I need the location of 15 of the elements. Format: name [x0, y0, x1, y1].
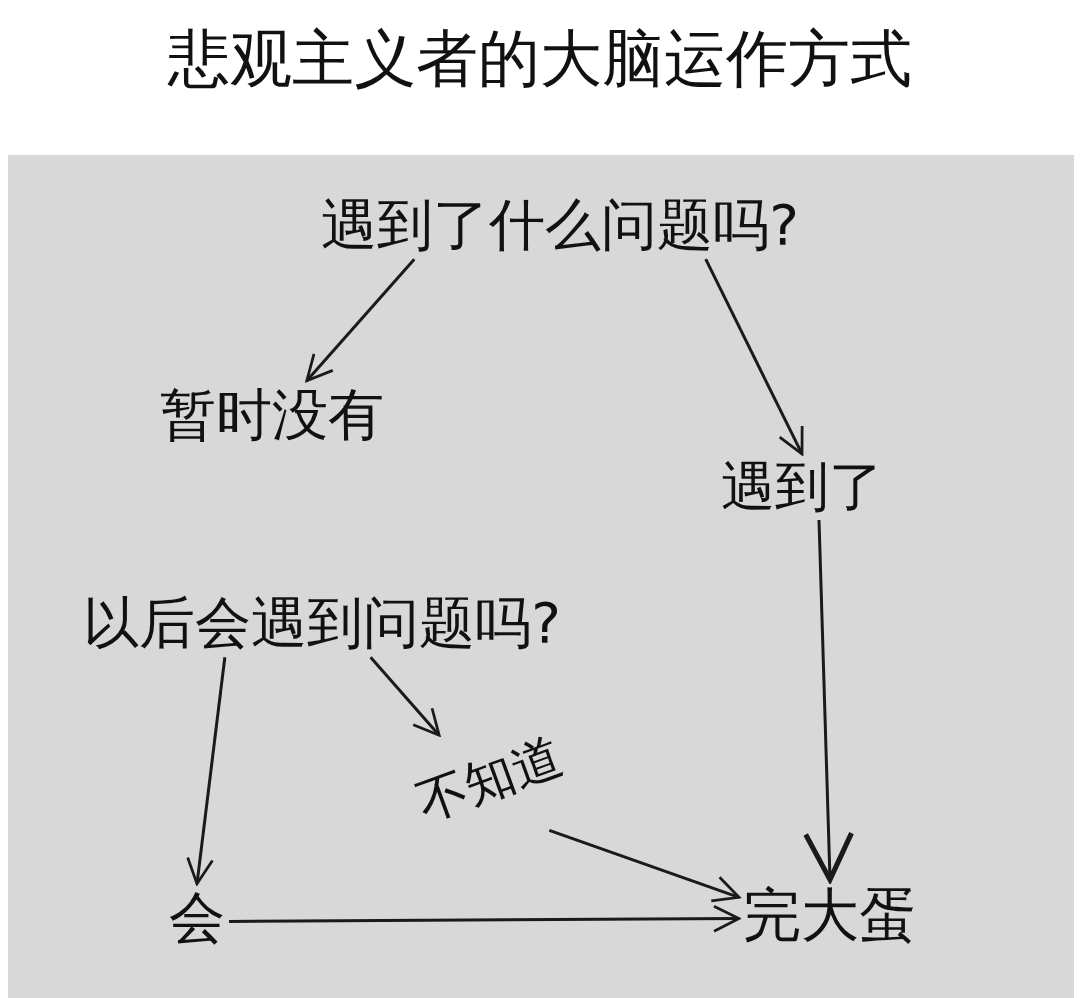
title: 悲观主义者的大脑运作方式: [166, 22, 913, 97]
flow-text: 不知道: [405, 724, 575, 836]
arrow: [369, 656, 441, 737]
arrow: [229, 904, 741, 933]
arrow: [704, 258, 804, 456]
flow-text: 暂时没有: [156, 380, 388, 450]
flow-text: 完大蛋: [739, 879, 921, 951]
flow-text: 以后会遇到问题吗?: [79, 588, 565, 658]
flow-text: 遇到了什么问题吗?: [317, 190, 803, 260]
arrow: [305, 258, 416, 383]
arrow: [803, 520, 855, 883]
flow-text: 遇到了: [717, 453, 887, 521]
arrow: [548, 828, 741, 903]
flow-text: 会: [165, 883, 229, 953]
arrow: [186, 657, 227, 886]
